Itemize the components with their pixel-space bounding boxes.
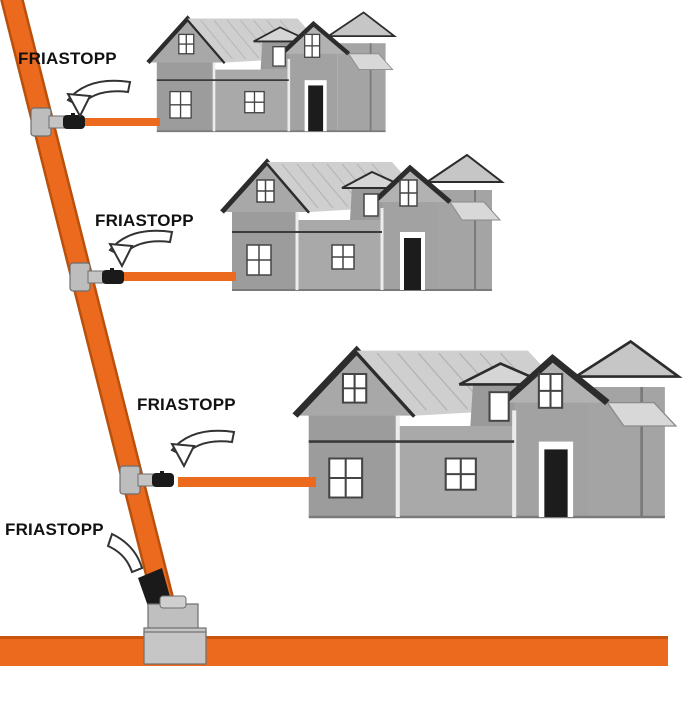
house-icon: [148, 12, 394, 131]
friastopp-label-1: FRIASTOPP: [18, 49, 117, 68]
house-icon: [295, 342, 679, 518]
friastopp-label-4: FRIASTOPP: [5, 520, 104, 539]
branch-pipe-1: [68, 118, 160, 126]
main-stack-pipe: [0, 0, 180, 623]
branch-pipe-2: [118, 272, 236, 281]
house-icon: [222, 155, 502, 290]
friastopp-label-3: FRIASTOPP: [137, 395, 236, 414]
curved-arrow-icon: [67, 79, 131, 117]
curved-arrow-icon: [106, 532, 144, 574]
pipe-fitting-icon: [69, 262, 125, 292]
curved-arrow-icon: [171, 429, 235, 467]
curved-arrow-icon: [109, 229, 173, 267]
friastopp-label-2: FRIASTOPP: [95, 211, 194, 230]
ground-sewer-pipe: [0, 631, 668, 666]
branch-pipe-3: [178, 477, 316, 487]
